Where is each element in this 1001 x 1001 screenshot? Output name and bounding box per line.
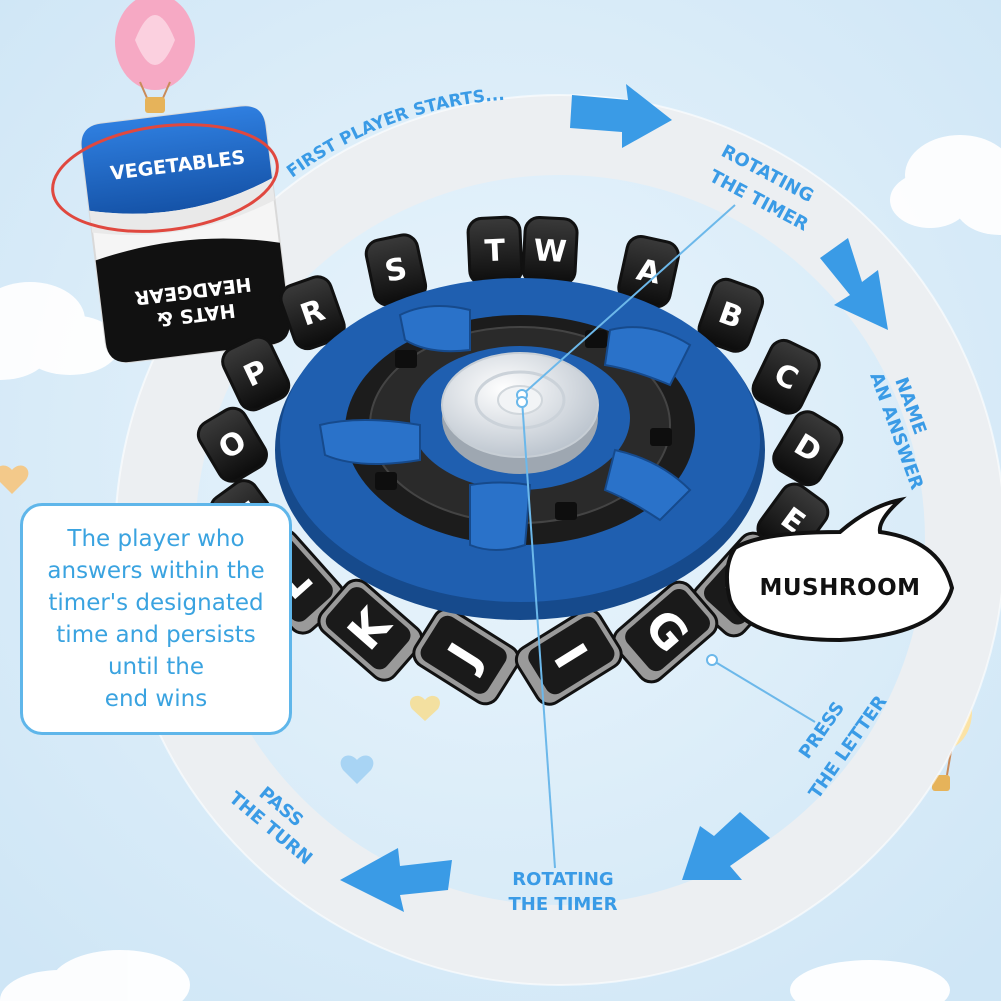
cloud-icon [0,282,120,380]
heart-icon [0,465,29,494]
heart-icon [340,755,374,784]
cloud-icon [890,135,1001,235]
timer-knob [441,352,599,474]
step-rotate-bottom-line1: ROTATING [512,869,613,890]
letter-tile[interactable]: W [521,216,579,287]
letter-tile[interactable]: B [695,275,766,355]
letter-tile[interactable]: C [748,336,824,418]
category-card: VEGETABLES HATS & HEADGEAR [80,105,291,364]
letter-tiles: TWSARBPCODMELFKGJI [193,215,848,709]
letter-tile[interactable]: R [277,273,348,353]
letter-tile-label: T [484,233,507,269]
arrow-left-icon [340,848,452,912]
letter-tile[interactable]: A [616,234,681,310]
info-line: time and persists [56,622,256,648]
speech-bubble [724,496,955,643]
heart-icon [409,695,441,721]
info-line: The player who [67,526,245,552]
arrow-right-icon [570,84,672,148]
letter-tile[interactable]: J [409,604,524,709]
hot-air-balloon-icon [115,0,195,113]
info-line: end wins [104,686,208,712]
arrow-down-right-icon [820,238,888,330]
letter-tile-label: W [533,233,568,270]
info-line: until the [107,654,204,680]
rules-info-box: The player who answers within the timer'… [20,503,292,735]
letter-tile[interactable]: S [364,232,428,307]
step-rotate-bottom-line2: THE TIMER [509,894,618,915]
arrow-down-left-icon [682,812,770,880]
speech-bubble-text: MUSHROOM [759,575,921,601]
pointer-lines [516,204,816,869]
letter-tile[interactable]: K [313,575,427,686]
letter-tile[interactable]: P [218,333,293,415]
letter-tile[interactable]: O [193,403,271,486]
highlight-circle [51,123,279,233]
letter-tile[interactable]: D [769,407,848,490]
info-line: answers within the [47,558,265,584]
info-line: timer's designated [48,590,264,616]
cloud-icon [0,950,950,1001]
letter-tile[interactable]: G [608,576,722,687]
letter-tile[interactable]: T [466,215,524,286]
